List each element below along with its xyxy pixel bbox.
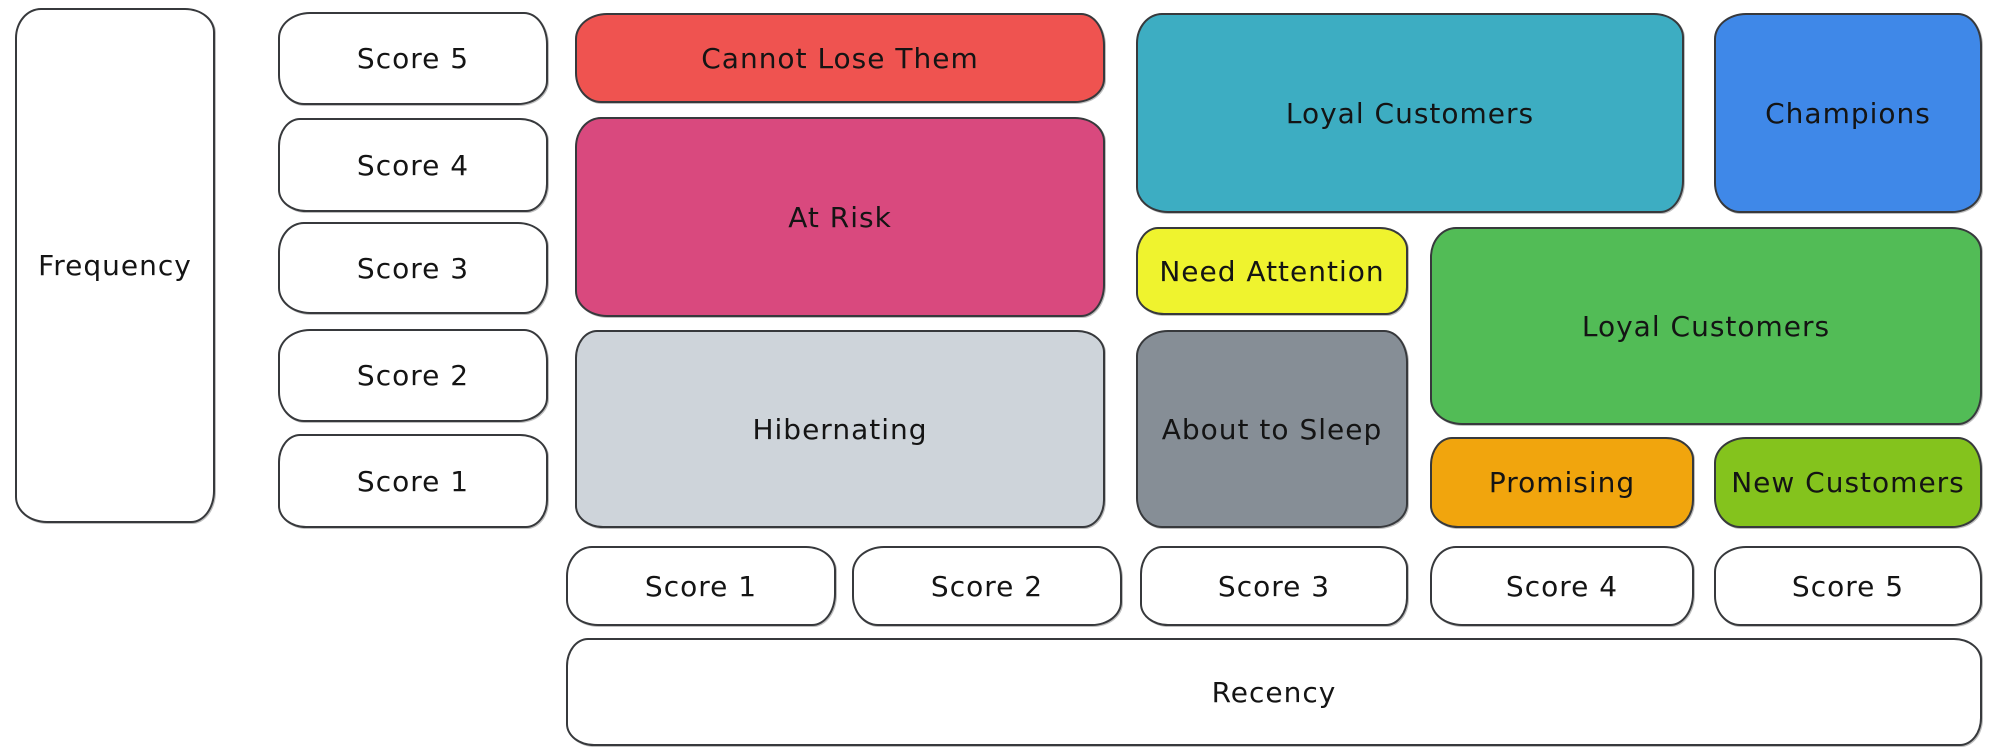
frequency-score-2: Score 2 — [278, 329, 548, 422]
recency-axis-label: Recency — [566, 638, 1982, 746]
segment-new-customers: New Customers — [1714, 437, 1982, 528]
segment-hibernating: Hibernating — [575, 330, 1105, 528]
frequency-score-4: Score 4 — [278, 118, 548, 212]
recency-score-4: Score 4 — [1430, 546, 1694, 626]
frequency-score-3: Score 3 — [278, 222, 548, 314]
frequency-score-1: Score 1 — [278, 434, 548, 528]
segment-need-attention: Need Attention — [1136, 227, 1408, 315]
segment-champions: Champions — [1714, 13, 1982, 213]
recency-score-3: Score 3 — [1140, 546, 1408, 626]
segment-loyal-customers-mid: Loyal Customers — [1430, 227, 1982, 425]
recency-score-5: Score 5 — [1714, 546, 1982, 626]
recency-score-1: Score 1 — [566, 546, 836, 626]
segment-at-risk: At Risk — [575, 117, 1105, 317]
frequency-score-5: Score 5 — [278, 12, 548, 105]
frequency-axis-label: Frequency — [15, 8, 215, 523]
segment-cannot-lose-them: Cannot Lose Them — [575, 13, 1105, 103]
segment-about-to-sleep: About to Sleep — [1136, 330, 1408, 528]
recency-score-2: Score 2 — [852, 546, 1122, 626]
segment-loyal-customers-top: Loyal Customers — [1136, 13, 1684, 213]
segment-promising: Promising — [1430, 437, 1694, 528]
